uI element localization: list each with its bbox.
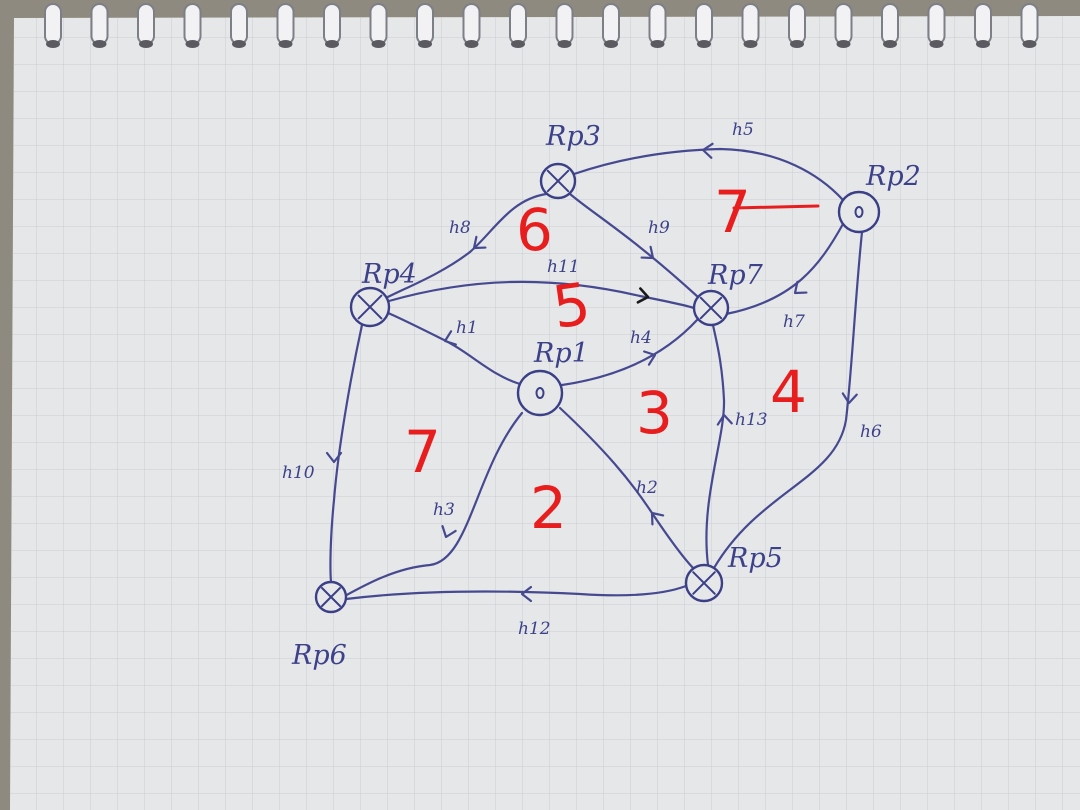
circle-mark-icon bbox=[854, 206, 864, 218]
edge-h4 bbox=[560, 318, 699, 387]
spiral-hole bbox=[139, 40, 153, 48]
spiral-hole bbox=[976, 40, 990, 48]
edge-h1 bbox=[386, 311, 522, 386]
spiral-hole bbox=[743, 40, 758, 48]
edge-label-h1: h1 bbox=[456, 318, 478, 338]
node-rp1 bbox=[516, 369, 564, 417]
spiral-hole bbox=[697, 40, 711, 48]
edge-h5 bbox=[572, 147, 845, 202]
edge-h3 bbox=[341, 411, 524, 599]
edge-h6 bbox=[712, 230, 864, 570]
edge-label-h7: h7 bbox=[783, 312, 805, 332]
node-circle bbox=[516, 369, 564, 417]
edge-label-h6: h6 bbox=[860, 422, 882, 442]
spiral-binding bbox=[44, 3, 1039, 48]
spiral-hole bbox=[604, 40, 618, 48]
spiral-hole bbox=[92, 40, 107, 48]
arrow-h8 bbox=[472, 235, 487, 250]
region-label-r-right: 4 bbox=[770, 358, 807, 426]
edge-h9 bbox=[568, 192, 700, 299]
edge-label-h13: h13 bbox=[735, 410, 768, 430]
region-label-r-top: 7 bbox=[714, 178, 751, 246]
edge-h13 bbox=[705, 323, 726, 567]
arrow-h11 bbox=[636, 287, 650, 304]
region-strike-line bbox=[732, 204, 820, 210]
arrow-h3 bbox=[441, 525, 457, 539]
region-label-r-center: 5 bbox=[548, 269, 594, 341]
arrow-h9 bbox=[640, 245, 655, 260]
arrow-h10 bbox=[325, 451, 343, 464]
cross-mark-icon bbox=[546, 169, 570, 193]
spiral-hole bbox=[371, 40, 386, 48]
cross-mark-icon bbox=[357, 294, 383, 320]
region-label-r-mid: 3 bbox=[636, 379, 673, 447]
cross-mark-icon bbox=[321, 587, 341, 607]
edge-h7 bbox=[724, 222, 845, 316]
spiral-hole bbox=[46, 40, 60, 48]
node-label-rp2: Rp2 bbox=[865, 161, 921, 192]
edge-label-h9: h9 bbox=[648, 218, 670, 238]
node-label-rp5: Rp5 bbox=[727, 543, 783, 574]
circle-mark-icon bbox=[535, 387, 545, 399]
spiral-hole bbox=[557, 40, 572, 48]
arrow-h12 bbox=[520, 585, 533, 603]
edge-h12 bbox=[344, 584, 688, 601]
arrow-h5 bbox=[701, 142, 714, 159]
node-circle bbox=[837, 190, 881, 234]
arrow-h1 bbox=[443, 330, 457, 346]
spiral-hole bbox=[185, 40, 200, 48]
arrow-h2 bbox=[650, 511, 665, 526]
node-label-rp6: Rp6 bbox=[291, 640, 347, 671]
node-rp4 bbox=[349, 286, 391, 328]
label-layer: h1 h2 h3 h4 h5 h6 h7 h8 h9 h10 h11 h12 h13 Rp1 Rp2 Rp3R… bbox=[282, 120, 921, 671]
arrow-h6 bbox=[841, 392, 858, 405]
node-rp3 bbox=[539, 162, 577, 200]
cross-mark-icon bbox=[692, 571, 716, 595]
edge-h11 bbox=[387, 280, 696, 310]
region-label-r-left: 7 bbox=[404, 418, 441, 486]
spiral-hole bbox=[836, 40, 851, 48]
node-rp7 bbox=[692, 289, 730, 327]
spiral-hole bbox=[511, 40, 525, 48]
edge-label-h12: h12 bbox=[518, 619, 551, 639]
spiral-hole bbox=[883, 40, 897, 48]
edge-label-h8: h8 bbox=[449, 218, 471, 238]
spiral-hole bbox=[325, 40, 339, 48]
node-layer bbox=[314, 162, 881, 614]
cross-mark-icon bbox=[699, 296, 723, 320]
edge-label-h10: h10 bbox=[282, 463, 315, 483]
spiral-hole bbox=[1022, 40, 1037, 48]
node-label-rp1: Rp1 bbox=[533, 338, 589, 369]
arrow-h13 bbox=[716, 413, 733, 426]
node-rp6 bbox=[314, 580, 348, 614]
node-rp5 bbox=[684, 563, 724, 603]
spiral-hole bbox=[464, 40, 479, 48]
edge-h2 bbox=[558, 406, 697, 572]
node-label-rp3: Rp3 bbox=[545, 121, 601, 152]
edge-label-h5: h5 bbox=[732, 120, 754, 140]
spiral-hole bbox=[418, 40, 432, 48]
edge-label-h3: h3 bbox=[433, 500, 455, 520]
node-label-rp7: Rp7 bbox=[707, 260, 764, 291]
region-label-r-bottom: 2 bbox=[530, 474, 567, 542]
edge-label-h4: h4 bbox=[630, 328, 652, 348]
region-label-r-left-upper: 6 bbox=[516, 196, 553, 264]
arrow-h7 bbox=[793, 280, 808, 295]
edge-label-h11: h11 bbox=[547, 257, 580, 277]
node-rp2 bbox=[837, 190, 881, 234]
spiral-hole bbox=[790, 40, 804, 48]
edge-h8 bbox=[384, 192, 548, 300]
spiral-hole bbox=[278, 40, 293, 48]
arrow-h4 bbox=[643, 350, 657, 366]
edge-h10 bbox=[329, 323, 364, 584]
spiral-hole bbox=[232, 40, 246, 48]
node-label-rp4: Rp4 bbox=[361, 259, 417, 290]
spiral-hole bbox=[929, 40, 944, 48]
edge-layer bbox=[325, 142, 864, 603]
edge-label-h2: h2 bbox=[636, 478, 658, 498]
spiral-hole bbox=[650, 40, 665, 48]
